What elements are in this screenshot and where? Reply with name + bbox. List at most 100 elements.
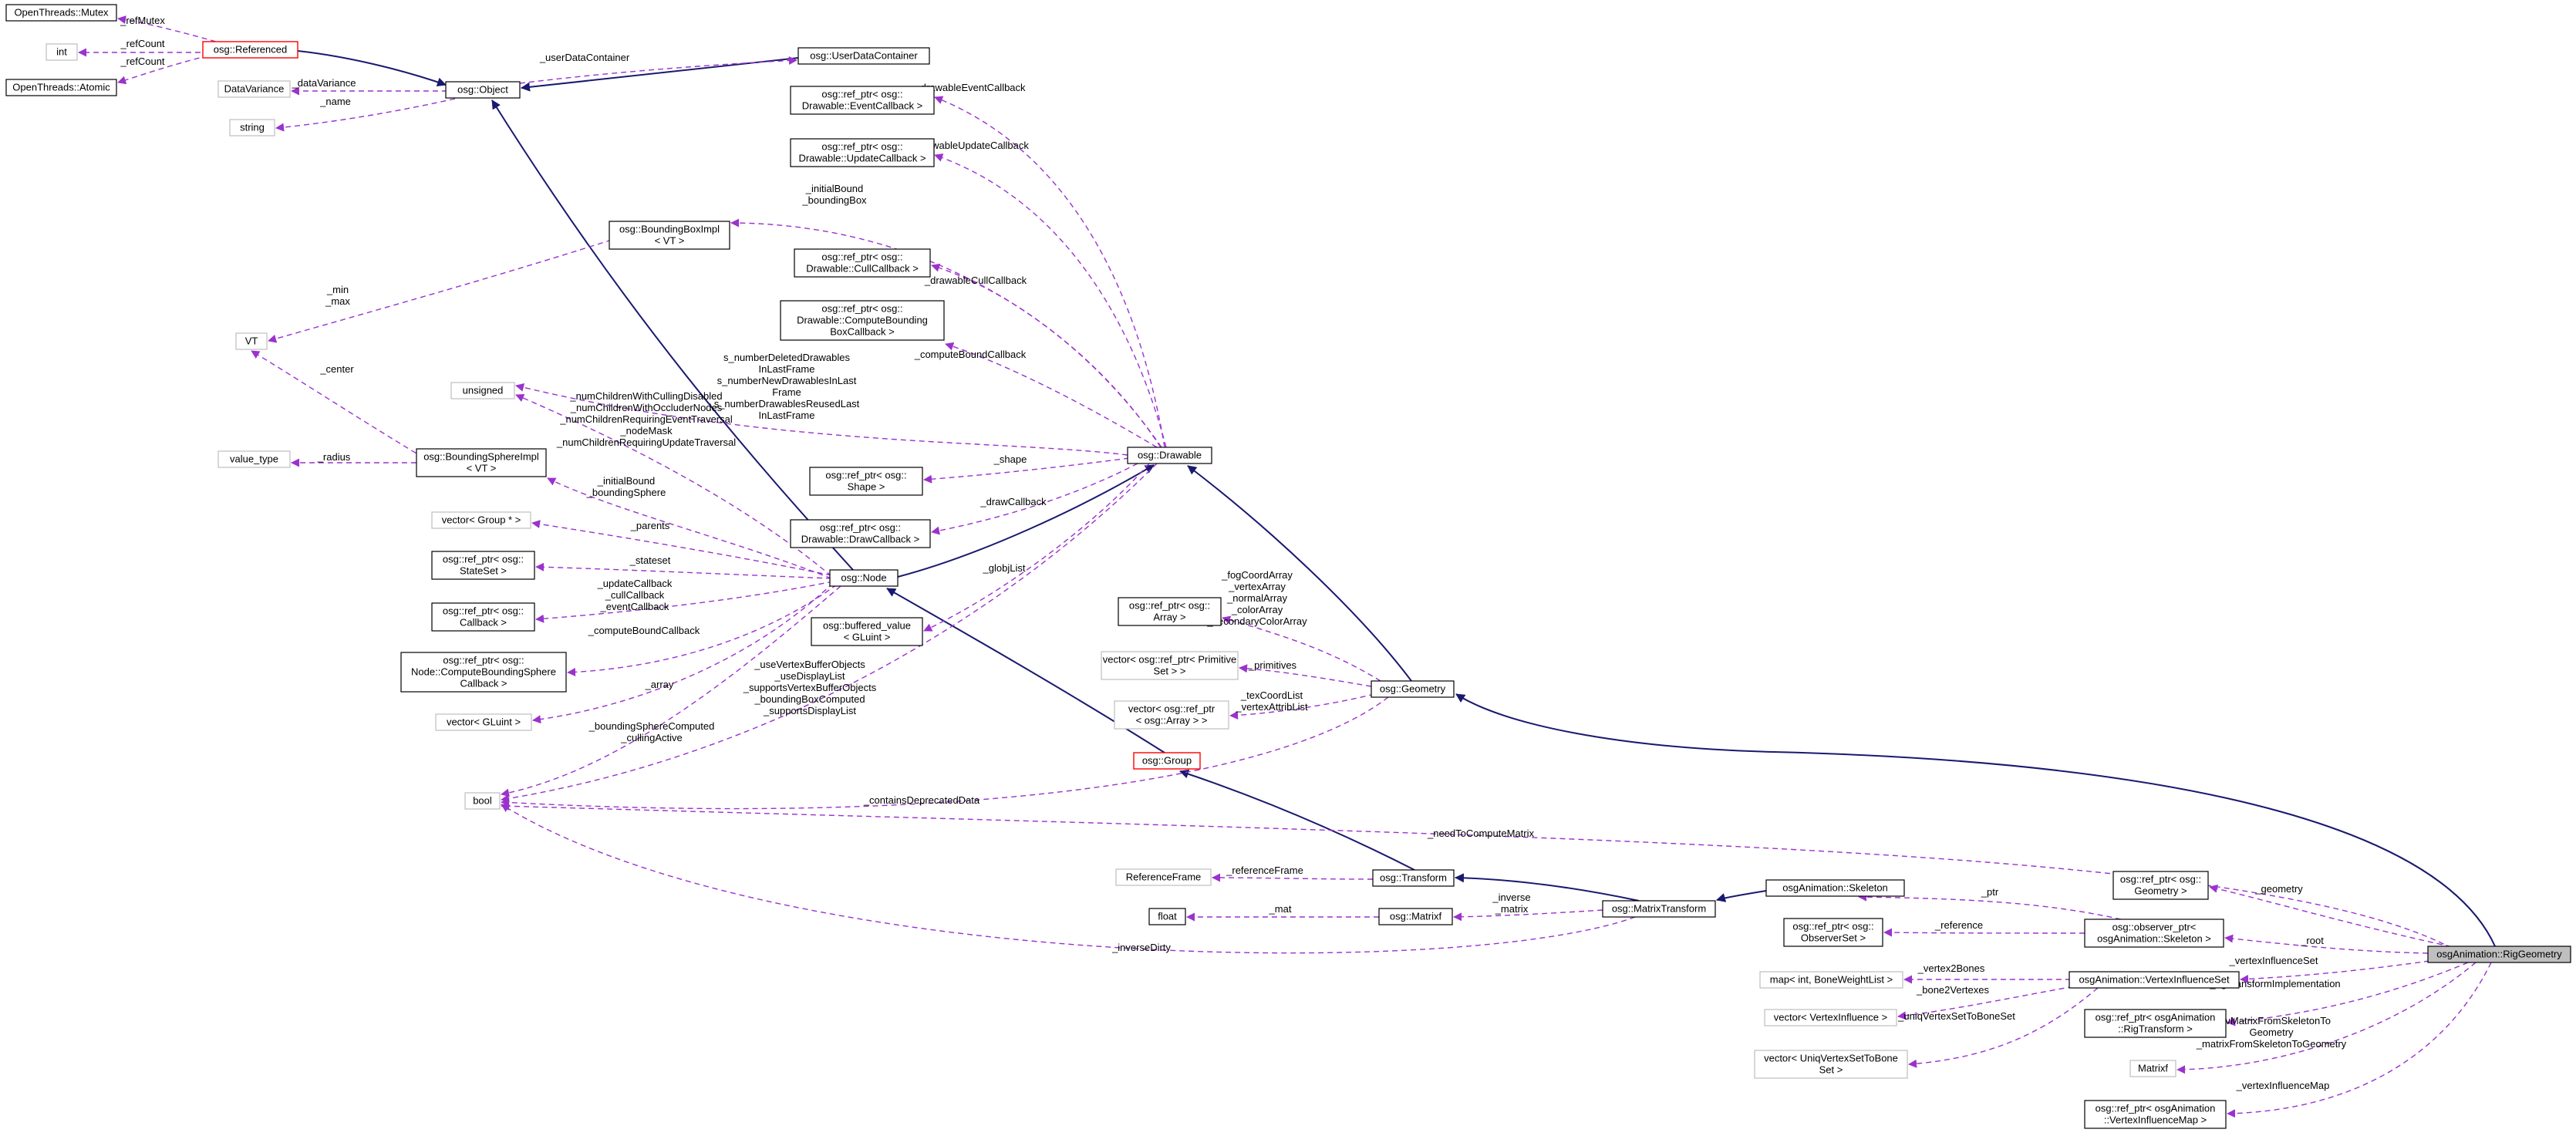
usage-edge-arrays: [1222, 615, 1381, 682]
node-box: [809, 467, 923, 496]
class-node-geomref[interactable]: osg::ref_ptr< osg::Geometry >: [2112, 871, 2209, 900]
class-node-skeleton[interactable]: osgAnimation::Skeleton: [1765, 879, 1905, 897]
class-node-rig[interactable]: osgAnimation::RigGeometry: [2427, 946, 2571, 963]
edge-label-line: _nodeMask: [619, 425, 673, 437]
class-node-geometry[interactable]: osg::Geometry: [1371, 680, 1455, 698]
node-label: DataVariance: [224, 83, 285, 95]
node-label-line: osg::ref_ptr< osg::: [443, 655, 524, 666]
edge-label-line: _numChildrenWithCullingDisabled: [569, 390, 722, 402]
class-node-obsskel[interactable]: osg::observer_ptr<osgAnimation::Skeleton…: [2084, 919, 2224, 948]
class-node-stateset[interactable]: osg::ref_ptr< osg::StateSet >: [431, 551, 535, 580]
node-label: osg::Object: [457, 84, 508, 96]
usage-edge-ptr: [1858, 892, 2122, 920]
class-node-rigtrans[interactable]: osg::ref_ptr< osgAnimation::RigTransform…: [2084, 1009, 2227, 1038]
edge-label-reference: _reference: [1934, 919, 1983, 931]
class-node-drawcb[interactable]: osg::ref_ptr< osg::Drawable::DrawCallbac…: [790, 519, 931, 548]
class-node-cullcb[interactable]: osg::ref_ptr< osg::Drawable::CullCallbac…: [794, 248, 931, 278]
node-box: [2427, 946, 2571, 963]
usage-edge-stateset: [535, 562, 832, 579]
class-node-valuetype[interactable]: value_type: [217, 450, 291, 468]
class-node-matrixtransform[interactable]: osg::MatrixTransform: [1602, 900, 1716, 918]
class-node-object[interactable]: osg::Object: [445, 81, 521, 99]
edge-label-line: _shape: [993, 453, 1027, 465]
usage-edges: [78, 15, 2492, 1118]
node-label-line: < VT >: [467, 463, 497, 474]
class-node-drawable[interactable]: osg::Drawable: [1127, 447, 1212, 464]
edge-label-line: _stateset: [629, 555, 671, 566]
class-node-matrix[interactable]: Matrixf: [2129, 1060, 2176, 1077]
class-node-vecvi[interactable]: vector< VertexInfluence >: [1764, 1009, 1897, 1026]
usage-edge-minmax: [268, 239, 612, 343]
class-node-vt[interactable]: VT: [235, 332, 268, 350]
node-label-line: osg::ref_ptr< osg::: [1792, 921, 1873, 932]
class-node-bsphere[interactable]: osg::BoundingSphereImpl< VT >: [416, 448, 547, 477]
node-label-line: osg::BoundingSphereImpl: [423, 451, 539, 463]
class-node-cbcb[interactable]: osg::ref_ptr< osg::Drawable::ComputeBoun…: [780, 300, 945, 341]
class-node-referenced[interactable]: osg::Referenced: [202, 41, 298, 59]
edge-label-containsdep: _containsDeprecatedData: [863, 794, 980, 806]
usage-edge-inverse: [1453, 909, 1603, 922]
node-box: [2129, 1060, 2176, 1077]
edge-label-callbacks: _updateCallback_cullCallback_eventCallba…: [597, 578, 673, 612]
usage-edge-geometry: [2209, 884, 2461, 949]
node-label-line: osg::Referenced: [214, 44, 287, 56]
class-node-userdatacontainer[interactable]: osg::UserDataContainer: [797, 47, 930, 65]
class-node-transform[interactable]: osg::Transform: [1372, 869, 1455, 887]
class-node-node[interactable]: osg::Node: [829, 569, 899, 587]
class-node-observerset[interactable]: osg::ref_ptr< osg::ObserverSet >: [1783, 918, 1883, 947]
edge-label-line: _globjList: [983, 562, 1026, 574]
class-node-bool[interactable]: bool: [464, 792, 501, 810]
node-label: vector< Group * >: [442, 514, 521, 526]
edge-label-line: _numChildrenRequiringUpdateTraversal: [556, 437, 736, 448]
class-node-datavariance[interactable]: DataVariance: [217, 80, 291, 98]
class-node-vimap[interactable]: osg::ref_ptr< osgAnimation::VertexInflue…: [2084, 1100, 2227, 1129]
node-label: vector< VertexInfluence >: [1774, 1012, 1887, 1023]
class-node-ncbscb[interactable]: osg::ref_ptr< osg::Node::ComputeBounding…: [400, 652, 567, 693]
node-label: osg::ref_ptr< osgAnimation::VertexInflue…: [2096, 1103, 2216, 1126]
class-node-atomic[interactable]: OpenThreads::Atomic: [5, 79, 117, 96]
node-label-line: VT: [245, 335, 258, 347]
node-label: osg::ref_ptr< osg::Callback >: [443, 605, 524, 629]
node-label-line: osg::Object: [457, 84, 508, 96]
edge-label-ptr: _ptr: [1981, 886, 1999, 898]
class-node-buffered[interactable]: osg::buffered_value< GLuint >: [811, 617, 923, 646]
class-node-vecgroup[interactable]: vector< Group * >: [431, 511, 531, 529]
node-label-line: osg::MatrixTransform: [1612, 903, 1706, 915]
class-node-mutex[interactable]: OpenThreads::Mutex: [5, 4, 117, 22]
node-label: osg::ref_ptr< osg::ObserverSet >: [1792, 921, 1873, 944]
node-box: [790, 86, 935, 115]
node-label: osg::Matrixf: [1390, 911, 1442, 922]
edge-label-line: _computeBoundCallback: [588, 625, 700, 636]
class-node-matrixf[interactable]: osg::Matrixf: [1378, 908, 1453, 925]
class-node-vecarray[interactable]: vector< osg::ref_ptr< osg::Array > >: [1114, 700, 1229, 730]
edge-label-line: s_numberNewDrawablesInLast: [717, 375, 857, 386]
class-node-eventcb[interactable]: osg::ref_ptr< osg::Drawable::EventCallba…: [790, 86, 935, 115]
class-node-refframe[interactable]: ReferenceFrame: [1115, 868, 1212, 886]
class-node-array[interactable]: osg::ref_ptr< osg::Array >: [1118, 597, 1222, 626]
node-box: [1118, 597, 1222, 626]
edge-label-geometry: _geometry: [2254, 883, 2303, 895]
class-node-float[interactable]: float: [1148, 908, 1186, 925]
class-node-bbox[interactable]: osg::BoundingBoxImpl< VT >: [609, 221, 730, 250]
class-node-string[interactable]: string: [229, 119, 275, 137]
usage-edge-vertexinfluencemap: [2227, 962, 2492, 1118]
class-node-updatecb[interactable]: osg::ref_ptr< osg::Drawable::UpdateCallb…: [790, 138, 935, 167]
edge-label-line: _computeBoundCallback: [914, 349, 1027, 360]
node-label-line: Drawable::DrawCallback >: [801, 534, 920, 545]
class-node-unsigned[interactable]: unsigned: [450, 382, 515, 399]
class-node-mapbw[interactable]: map< int, BoneWeightList >: [1759, 971, 1903, 989]
class-node-vis[interactable]: osgAnimation::VertexInfluenceSet: [2069, 971, 2240, 989]
class-node-callback[interactable]: osg::ref_ptr< osg::Callback >: [431, 602, 535, 632]
class-node-shape[interactable]: osg::ref_ptr< osg::Shape >: [809, 467, 923, 496]
edge-label-computeboundcb2: _computeBoundCallback: [588, 625, 700, 636]
node-box: [829, 569, 899, 587]
edge-label-line: _primitives: [1248, 659, 1297, 671]
edge-label-line: _boundingSphereComputed: [588, 720, 715, 732]
class-node-vecgluint[interactable]: vector< GLuint >: [435, 713, 532, 731]
node-label: osg::ref_ptr< osgAnimation::RigTransform…: [2096, 1012, 2216, 1035]
class-node-group[interactable]: osg::Group: [1133, 752, 1201, 770]
node-box: [1115, 868, 1212, 886]
class-node-int[interactable]: int: [46, 43, 78, 61]
